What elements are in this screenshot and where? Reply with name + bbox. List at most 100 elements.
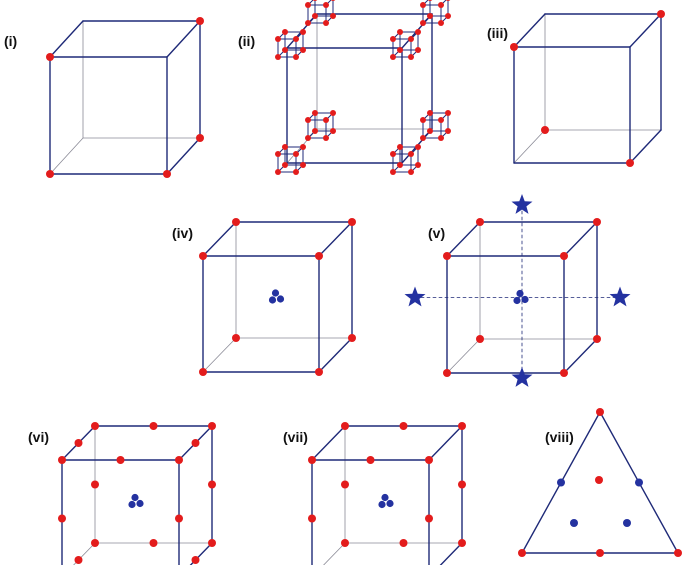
design-point-ii <box>330 0 336 1</box>
design-point-vii <box>425 514 433 523</box>
design-point-v <box>560 252 568 260</box>
design-point-viii <box>596 408 604 416</box>
panel-label-viii: (viii) <box>545 429 574 445</box>
design-point-ii <box>420 135 426 141</box>
cube-v-edge <box>563 221 598 257</box>
design-point-v <box>476 335 484 343</box>
design-point-ii <box>282 47 288 53</box>
cube-v-edge <box>446 221 481 257</box>
design-point-ii <box>408 169 414 175</box>
design-point-ii <box>312 0 318 1</box>
cube-vi-center-point <box>131 493 139 502</box>
design-point-iii <box>626 159 634 167</box>
cube-iv-center-point <box>268 296 277 304</box>
design-point-vi <box>91 480 99 489</box>
design-point-vii <box>341 539 349 547</box>
design-point-ii <box>445 0 451 1</box>
design-point-iii <box>657 10 665 18</box>
design-point-ii <box>390 36 396 42</box>
panel-label-v: (v) <box>428 225 445 241</box>
design-point-v <box>476 218 484 226</box>
design-point-ii <box>445 128 451 134</box>
design-point-ii <box>323 2 329 8</box>
panel-label-vi: (vi) <box>28 429 49 445</box>
panel-label-iii: (iii) <box>487 25 508 41</box>
design-point-ii <box>390 169 396 175</box>
design-point-ii <box>438 2 444 8</box>
design-point-viii <box>674 549 682 557</box>
design-point-vi <box>191 439 200 447</box>
cube-iii-edge <box>513 13 546 48</box>
design-point-vii <box>458 422 466 430</box>
cube-iv-center-point <box>276 295 285 303</box>
design-point-ii <box>312 128 318 134</box>
design-point-iv <box>348 334 356 342</box>
design-point-vi <box>208 539 216 547</box>
design-point-vii <box>458 539 466 547</box>
design-point-iv <box>199 252 207 260</box>
design-point-ii <box>415 162 421 168</box>
cube-iv-edge <box>318 337 353 373</box>
design-point-ii <box>293 36 299 42</box>
design-point-ii <box>275 169 281 175</box>
design-point-vii <box>308 514 316 523</box>
design-point-vi <box>175 514 183 523</box>
design-point-vii <box>341 480 349 489</box>
cube-vi-center-point <box>136 499 144 508</box>
design-point-ii <box>312 110 318 116</box>
design-point-ii <box>300 144 306 150</box>
star-point-v <box>511 194 533 214</box>
design-point-v <box>560 369 568 377</box>
label-layer: (i) (ii) (iii) (iv) (v) (vi) (vii) (viii… <box>4 25 574 445</box>
star-point-v <box>609 286 631 307</box>
cube-iv-edge <box>202 221 237 257</box>
design-point-ii <box>408 151 414 157</box>
design-point-ii <box>438 135 444 141</box>
cube-i-edge <box>166 20 201 58</box>
cube-iv-center-point <box>271 289 280 297</box>
design-point-iv <box>199 368 207 376</box>
design-point-ii <box>323 20 329 26</box>
design-point-iv <box>315 368 323 376</box>
design-point-ii <box>408 54 414 60</box>
design-point-ii <box>282 144 288 150</box>
design-point-vi <box>74 439 83 447</box>
design-point-ii <box>390 151 396 157</box>
design-point-iv <box>232 334 240 342</box>
design-point-ii <box>397 29 403 35</box>
design-point-viii <box>595 476 603 484</box>
design-point-iv <box>232 218 240 226</box>
design-point-ii <box>323 135 329 141</box>
design-point-ii <box>293 54 299 60</box>
design-point-ii <box>420 2 426 8</box>
star-point-v <box>511 367 533 387</box>
design-point-viii <box>518 549 526 557</box>
design-point-ii <box>305 117 311 123</box>
design-point-vi <box>58 514 66 523</box>
design-point-vii <box>399 539 408 547</box>
design-point-iv <box>315 252 323 260</box>
design-point-i <box>196 134 204 142</box>
edge-layer <box>49 0 679 565</box>
design-point-ii <box>427 0 433 1</box>
design-point-vi <box>74 556 83 564</box>
design-point-ii <box>420 20 426 26</box>
design-point-ii <box>275 54 281 60</box>
design-point-viii-blue <box>623 519 631 527</box>
cube-i-edge <box>166 137 201 175</box>
cube-v-center-point <box>513 296 521 305</box>
design-point-ii <box>408 36 414 42</box>
cube-iv-back-edge <box>202 337 237 373</box>
cube-vii-edge <box>439 542 463 565</box>
design-point-vii <box>341 422 349 430</box>
design-point-i <box>196 17 204 25</box>
design-point-vi <box>91 422 99 430</box>
design-point-vii <box>425 456 433 464</box>
cube-iii-edge <box>629 13 662 48</box>
design-point-ii <box>305 2 311 8</box>
design-point-ii <box>300 162 306 168</box>
design-point-ii <box>397 47 403 53</box>
design-point-ii <box>275 36 281 42</box>
design-point-iii <box>541 126 549 134</box>
